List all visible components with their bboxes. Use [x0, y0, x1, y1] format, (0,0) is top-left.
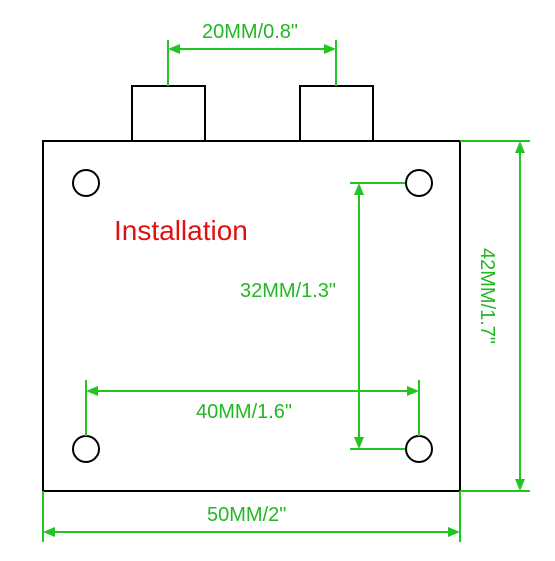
connector-spacing-label: 20MM/0.8": [202, 21, 298, 43]
hole-vertical-spacing-label: 32MM/1.3": [240, 280, 336, 302]
diagram-title: Installation: [114, 215, 248, 246]
body-width-label: 50MM/2": [207, 504, 286, 526]
device-body: [42, 140, 461, 492]
mounting-hole-bottom-left: [72, 435, 100, 463]
mounting-hole-top-right: [405, 169, 433, 197]
connector-left: [131, 85, 206, 143]
connector-spacing-dimension: 20MM/0.8": [167, 21, 337, 86]
hole-horizontal-spacing-dimension: 40MM/1.6": [85, 380, 420, 436]
mounting-hole-top-left: [72, 169, 100, 197]
connector-right: [299, 85, 374, 143]
body-height-label: 42MM/1.7": [476, 248, 498, 344]
mounting-hole-bottom-right: [405, 435, 433, 463]
body-width-dimension: 50MM/2": [42, 491, 461, 542]
hole-vertical-spacing-dimension: 32MM/1.3": [240, 182, 405, 450]
body-height-dimension: 42MM/1.7": [460, 140, 530, 492]
hole-horizontal-spacing-label: 40MM/1.6": [196, 401, 292, 423]
